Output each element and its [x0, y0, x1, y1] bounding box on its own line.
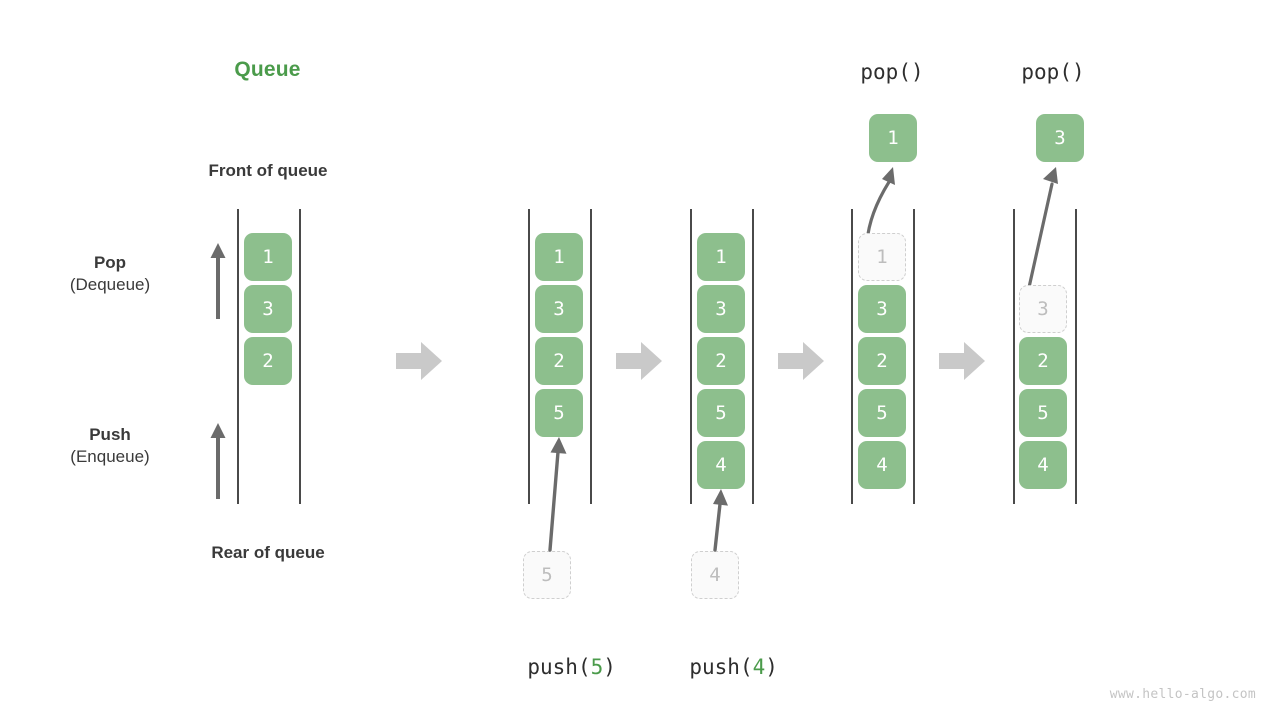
push-caption-prefix: push(	[527, 655, 591, 679]
incoming-ghost-item: 5	[523, 551, 571, 599]
queue-item-new: 4	[697, 441, 745, 489]
enqueue-motion-arrow-icon	[528, 436, 588, 557]
queue-item: 3	[535, 285, 583, 333]
queue-rail-left-stage-2	[528, 209, 530, 504]
queue-item: 5	[858, 389, 906, 437]
pop-caption-stage-5: pop()	[1021, 60, 1085, 84]
push-label-main: Push	[89, 425, 131, 444]
transition-arrow-icon	[616, 342, 662, 385]
push-operation-label: Push (Enqueue)	[20, 424, 200, 468]
queue-item-ghost: 3	[1019, 285, 1067, 333]
queue-item: 2	[244, 337, 292, 385]
queue-item: 1	[244, 233, 292, 281]
queue-item: 3	[858, 285, 906, 333]
queue-item: 2	[535, 337, 583, 385]
queue-rail-left-stage-5	[1013, 209, 1015, 504]
pop-label-main: Pop	[93, 253, 127, 272]
queue-rail-right-stage-5	[1075, 209, 1077, 504]
queue-rail-right-stage-2	[590, 209, 592, 504]
push-4-caption: push(4)	[641, 631, 801, 679]
push-5-caption: push(5)	[479, 631, 639, 679]
push-caption-prefix: push(	[689, 655, 753, 679]
dequeue-motion-arrow-icon	[1010, 166, 1076, 299]
push-caption-suffix: )	[765, 655, 778, 679]
queue-rail-right-stage-4	[913, 209, 915, 504]
push-caption-arg: 4	[752, 655, 766, 679]
queue-rail-left-stage-4	[851, 209, 853, 504]
transition-arrow-icon	[396, 342, 442, 385]
queue-rail-right-stage-1	[299, 209, 301, 504]
front-of-queue-label: Front of queue	[208, 161, 328, 180]
queue-item: 5	[697, 389, 745, 437]
queue-item: 3	[697, 285, 745, 333]
push-label-sub: (Enqueue)	[70, 446, 150, 466]
queue-item: 2	[858, 337, 906, 385]
watermark: www.hello-algo.com	[1109, 687, 1256, 702]
queue-item: 2	[697, 337, 745, 385]
pop-operation-label: Pop (Dequeue)	[20, 252, 200, 296]
popped-item: 3	[1036, 114, 1084, 162]
queue-rail-left-stage-1	[237, 209, 239, 504]
queue-item: 1	[697, 233, 745, 281]
queue-rail-left-stage-3	[690, 209, 692, 504]
queue-item: 4	[1019, 441, 1067, 489]
transition-arrow-icon	[778, 342, 824, 385]
rear-of-queue-label: Rear of queue	[211, 543, 325, 562]
page-title: Queue	[234, 58, 301, 81]
push-caption-suffix: )	[603, 655, 616, 679]
queue-item: 5	[1019, 389, 1067, 437]
queue-item: 3	[244, 285, 292, 333]
queue-item: 2	[1019, 337, 1067, 385]
incoming-ghost-item: 4	[691, 551, 739, 599]
queue-item: 4	[858, 441, 906, 489]
queue-rail-right-stage-3	[752, 209, 754, 504]
enqueue-motion-arrow-icon	[700, 488, 748, 557]
push-direction-arrow-icon	[207, 423, 229, 504]
queue-item-new: 5	[535, 389, 583, 437]
queue-item-ghost: 1	[858, 233, 906, 281]
transition-arrow-icon	[939, 342, 985, 385]
pop-caption-stage-4: pop()	[860, 60, 924, 84]
popped-item: 1	[869, 114, 917, 162]
push-caption-arg: 5	[590, 655, 604, 679]
pop-label-sub: (Dequeue)	[69, 274, 151, 294]
queue-item: 1	[535, 233, 583, 281]
pop-direction-arrow-icon	[207, 243, 229, 324]
